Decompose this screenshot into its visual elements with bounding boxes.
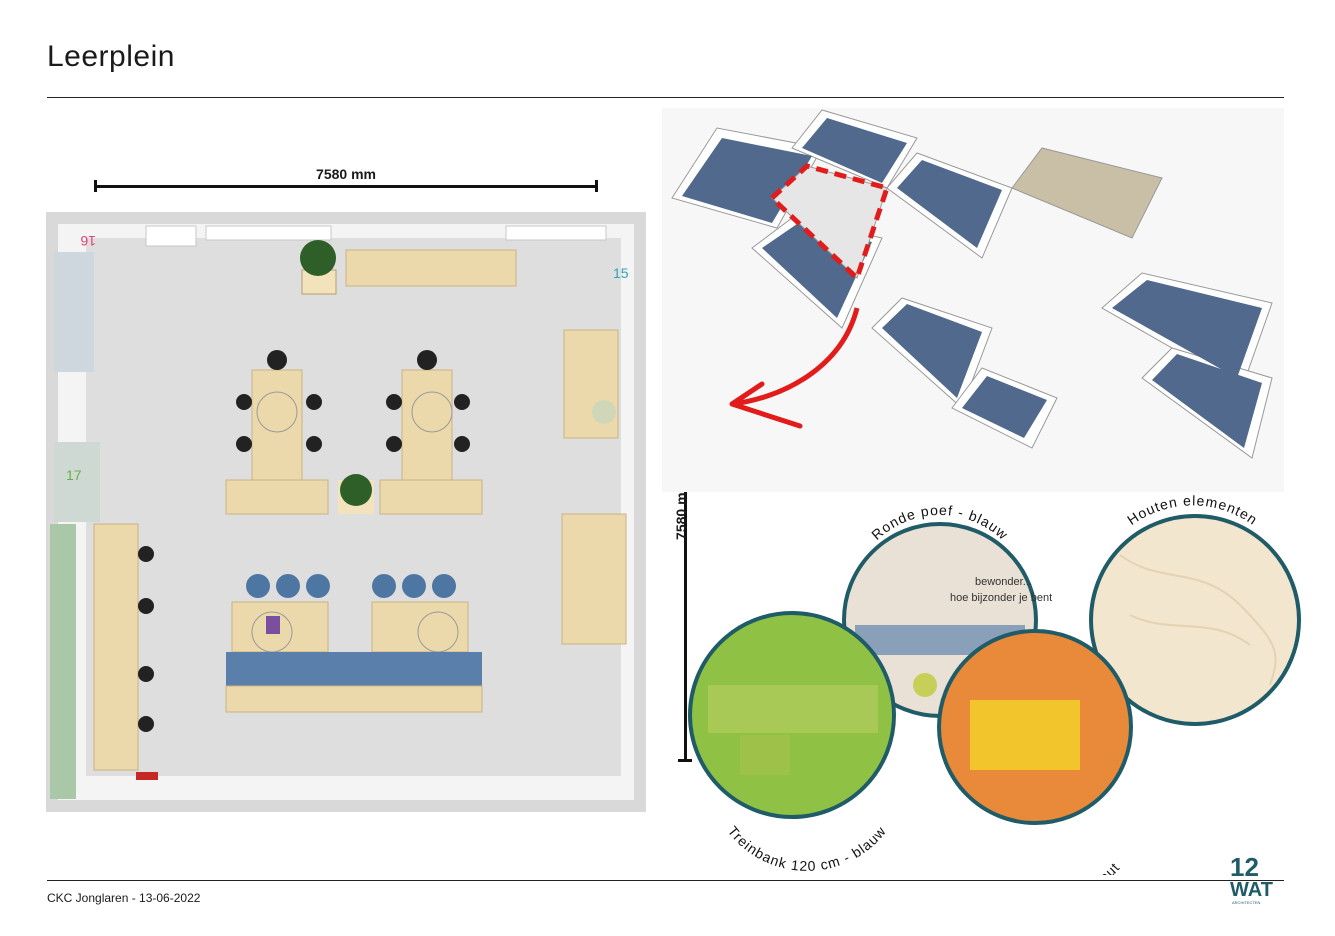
label-treinbank: Treinbank 120 cm - blauw: [725, 823, 890, 874]
wall-number-17: 17: [66, 467, 82, 483]
left-shelf: [93, 523, 139, 771]
header-divider: [47, 97, 1284, 98]
top-shelf: [345, 249, 517, 287]
page-title: Leerplein: [47, 40, 175, 73]
floor-plan: 16 15 17: [46, 212, 646, 812]
wall-number-15: 15: [613, 265, 629, 281]
wall-text-line1: bewonder...: [975, 576, 1032, 588]
architect-logo: 12 WAT ARCHITECTEN: [1230, 852, 1273, 905]
left-chairs: [138, 546, 154, 732]
wall-text-line2: hoe bijzonder je bent: [950, 592, 1052, 604]
vertical-dimension-tick-bottom: [678, 759, 692, 762]
horizontal-dimension-line: [94, 185, 598, 188]
logo-top: 12: [1230, 852, 1259, 882]
vertical-dimension-line: [684, 262, 687, 762]
treinbank: [226, 652, 482, 686]
table-lower-right: [371, 601, 469, 653]
logo-bottom: WAT: [1230, 879, 1273, 901]
wall-number-16: 16: [80, 233, 96, 249]
window-frames-top: [145, 225, 607, 247]
leerplein-arrow: [731, 307, 860, 407]
horizontal-dimension-label: 7580 mm: [316, 166, 376, 182]
fire-extinguisher: [136, 772, 158, 780]
plant-top: [300, 240, 336, 276]
pouf-row: [246, 574, 456, 598]
desk-cluster-upper: [225, 350, 483, 515]
horizontal-dimension: 7580 mm: [94, 166, 598, 192]
label-rolbare-kasten: Rolbare kasten - hout: [979, 859, 1123, 875]
plan-window-left: [50, 524, 76, 799]
material-samples: bewonder... hoe bijzonder je bent Ronde …: [688, 495, 1301, 875]
logo-subtitle: ARCHITECTEN: [1232, 900, 1261, 905]
horizontal-dimension-tick-right: [595, 180, 598, 192]
horizontal-dimension-tick-left: [94, 180, 97, 192]
plan-wall-panel-left: [54, 252, 94, 372]
tall-room: [1011, 147, 1163, 239]
right-shelf-lower: [561, 513, 627, 645]
footer-divider: [47, 880, 1284, 881]
footer-text: CKC Jonglaren - 13-06-2022: [47, 891, 201, 905]
building-axonometric: [662, 108, 1284, 492]
leerplein-highlight-area: [771, 165, 888, 279]
